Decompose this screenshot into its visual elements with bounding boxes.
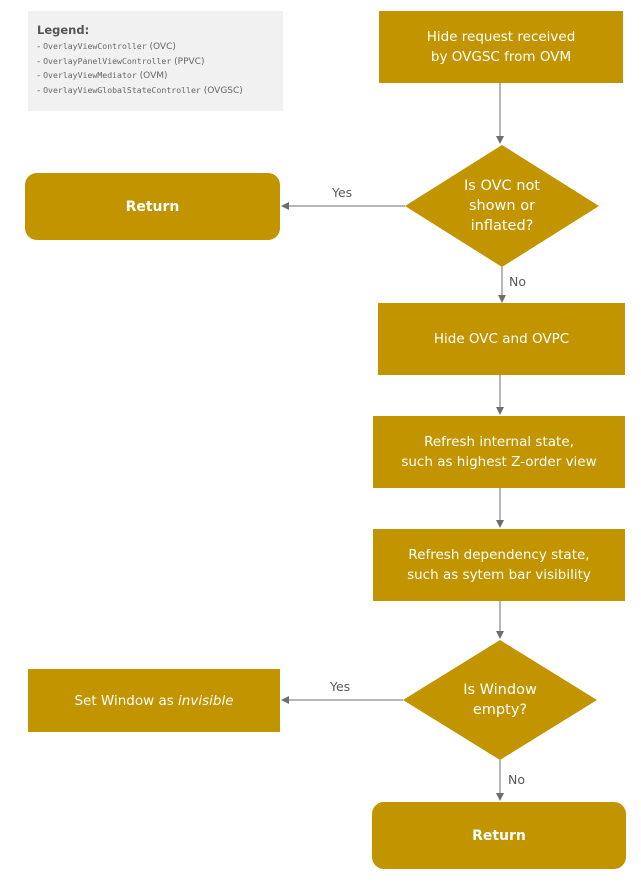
decision-ovc-label: Is OVC not shown or inflated? bbox=[432, 166, 572, 246]
start-node-line2: by OVGSC from OVM bbox=[430, 49, 572, 65]
decision-ovc-line2: shown or bbox=[468, 198, 536, 214]
decision-shape-ovc bbox=[405, 145, 599, 267]
legend-item-abbr: (OVC) bbox=[149, 42, 176, 52]
edge-label-decision1-no: No bbox=[509, 274, 526, 289]
start-node: Hide request received by OVGSC from OVM bbox=[379, 11, 623, 83]
decision-window-line2: empty? bbox=[472, 702, 528, 718]
legend-title: Legend: bbox=[37, 23, 90, 37]
legend-item-abbr: (OVM) bbox=[139, 71, 168, 81]
return-node-bottom-label: Return bbox=[472, 827, 526, 844]
legend-item: - OverlayViewGlobalStateController (OVGS… bbox=[37, 84, 243, 96]
start-node-line1: Hide request received bbox=[426, 29, 576, 45]
refresh-internal-line2: such as highest Z-order view bbox=[401, 454, 597, 470]
edge-label-decision2-no: No bbox=[508, 772, 525, 787]
decision-window-line1: Is Window bbox=[463, 682, 537, 698]
return-node-top-label: Return bbox=[125, 198, 180, 215]
legend-item-abbr: (OVGSC) bbox=[203, 85, 243, 96]
legend-item-name: OverlayViewMediator bbox=[43, 70, 137, 80]
refresh-dependency-node: Refresh dependency state, such as sytem b… bbox=[373, 529, 625, 601]
refresh-dependency-line1: Refresh dependency state, bbox=[408, 547, 590, 563]
set-window-emphasis: invisible bbox=[178, 692, 234, 709]
decision-ovc-line1: Is OVC not bbox=[464, 178, 540, 194]
decision-ovc-line3: inflated? bbox=[470, 218, 534, 234]
set-window-prefix: Set Window as bbox=[74, 692, 179, 709]
legend-item: - OverlayViewController (OVC) bbox=[37, 41, 176, 52]
edge-label-decision1-yes: Yes bbox=[332, 185, 353, 200]
legend-item-name: OverlayPanelViewController bbox=[43, 55, 172, 66]
legend-item: - OverlayPanelViewController (PPVC) bbox=[37, 55, 205, 67]
return-node-top: Return bbox=[25, 173, 280, 240]
legend-item-name: OverlayViewController bbox=[43, 41, 147, 51]
set-window-invisible-node: Set Window as invisible bbox=[28, 669, 280, 732]
hide-ovc-node: Hide OVC and OVPC bbox=[378, 303, 625, 375]
decision-shape-window bbox=[403, 640, 597, 760]
legend-item-abbr: (PPVC) bbox=[174, 56, 205, 67]
refresh-internal-node: Refresh internal state, such as highest Z… bbox=[373, 416, 625, 488]
edge-label-decision2-yes: Yes bbox=[330, 679, 351, 694]
decision-window-label: Is Window empty? bbox=[440, 675, 560, 725]
hide-ovc-label: Hide OVC and OVPC bbox=[433, 331, 570, 347]
legend-item-name: OverlayViewGlobalStateController bbox=[43, 84, 201, 95]
refresh-dependency-line2: such as sytem bar visibility bbox=[407, 567, 591, 583]
legend-item: - OverlayViewMediator (OVM) bbox=[37, 70, 168, 81]
return-node-bottom: Return bbox=[372, 802, 626, 869]
legend: Legend: - OverlayViewController (OVC) - … bbox=[28, 11, 283, 111]
refresh-internal-line1: Refresh internal state, bbox=[424, 434, 574, 450]
